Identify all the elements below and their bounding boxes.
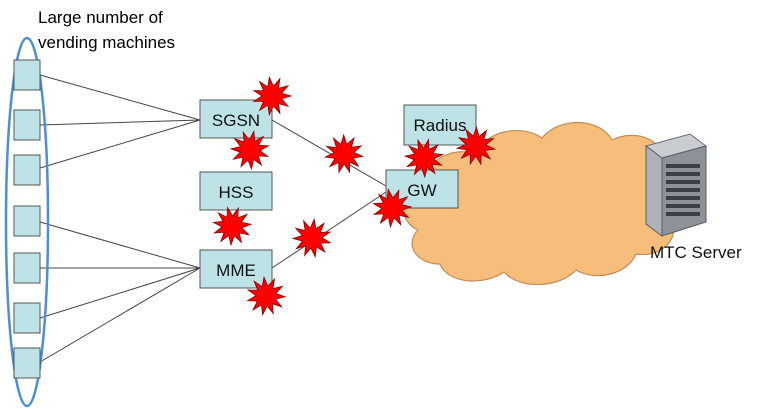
vending-machines-group [4, 36, 50, 408]
vending-machine[interactable] [13, 205, 41, 237]
vending-machines [13, 59, 41, 379]
vending-machines-caption-line1: Large number of [38, 8, 163, 27]
core-links [271, 119, 387, 269]
sgsn-label: SGSN [212, 111, 260, 130]
mtc-server-icon[interactable] [644, 133, 708, 237]
vending-machine[interactable] [13, 347, 41, 379]
overload-burst [323, 133, 365, 174]
sgsn-node[interactable]: SGSN [199, 99, 273, 139]
radius-label: Radius [414, 116, 467, 135]
overload-burst [291, 217, 332, 259]
hss-label: HSS [219, 183, 254, 202]
overload-burst [455, 125, 497, 166]
vending-machine[interactable] [13, 154, 41, 186]
overload-burst [212, 206, 253, 247]
overload-burst [252, 75, 293, 117]
overload-burst [372, 188, 413, 229]
overload-bursts [212, 75, 497, 317]
vending-machine[interactable] [13, 252, 41, 284]
hss-node[interactable]: HSS [199, 171, 273, 211]
gw-label: GW [407, 181, 436, 200]
vending-machine[interactable] [13, 59, 41, 91]
mtc-server-label: MTC Server [650, 243, 742, 262]
mme-node[interactable]: MME [199, 249, 273, 289]
overload-burst [229, 130, 270, 171]
mme-label: MME [216, 261, 256, 280]
vending-machines-caption-line2: vending machines [38, 33, 176, 52]
vending-machine[interactable] [13, 302, 41, 334]
vending-machine[interactable] [13, 109, 41, 141]
overload-burst [246, 275, 287, 317]
device-links [39, 74, 201, 363]
overload-burst [403, 138, 445, 179]
